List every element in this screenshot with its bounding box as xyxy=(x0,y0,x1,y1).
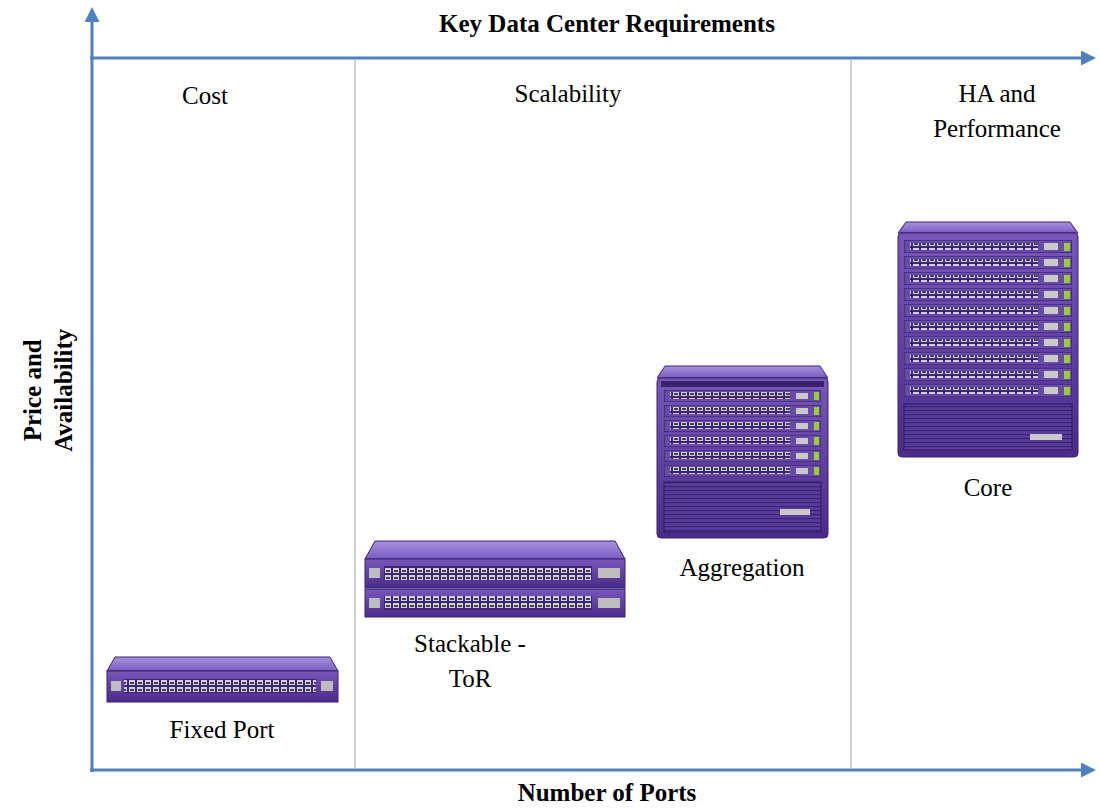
requirement-band: ScalabilityStackable - ToR Aggregation xyxy=(358,62,848,768)
line-card xyxy=(904,336,1072,349)
uplink-port xyxy=(111,681,121,691)
chassis-body xyxy=(898,233,1078,457)
line-card xyxy=(664,465,821,477)
line-card xyxy=(904,368,1072,381)
line-card xyxy=(904,304,1072,317)
line-card xyxy=(664,450,821,462)
port-row xyxy=(124,679,316,693)
band-heading: Cost xyxy=(105,78,305,113)
switch-top xyxy=(107,657,338,671)
line-card xyxy=(904,272,1072,285)
uplink-port xyxy=(321,681,333,691)
line-card xyxy=(904,240,1072,253)
line-card xyxy=(904,384,1072,397)
column-divider xyxy=(850,60,852,768)
top-axis-arrow xyxy=(90,57,1093,60)
uplink-port xyxy=(598,598,620,608)
uplink-port xyxy=(369,568,380,578)
chassis-header xyxy=(661,381,824,387)
device-caption: Fixed Port xyxy=(117,712,327,747)
axis-label: Number of Ports xyxy=(407,777,807,808)
switch-device: Aggregation xyxy=(657,366,828,591)
axis-label-holder: Price and Availability xyxy=(17,305,80,475)
requirement-band: CostFixed Port xyxy=(95,62,352,768)
chassis-top xyxy=(898,222,1078,233)
uplink-port xyxy=(598,568,620,578)
line-card xyxy=(664,435,821,447)
band-heading: Scalability xyxy=(458,76,678,111)
switch-front xyxy=(365,559,625,588)
line-card xyxy=(904,320,1072,333)
badge xyxy=(1030,434,1062,440)
uplink-port xyxy=(369,598,380,608)
switch-front xyxy=(365,589,625,617)
line-card xyxy=(664,405,821,417)
band-heading: HA and Performance xyxy=(907,76,1087,146)
requirement-band: HA and PerformanceCore xyxy=(854,62,1098,768)
column-divider xyxy=(354,60,356,768)
x-axis-arrow xyxy=(90,769,1093,772)
y-axis-arrow xyxy=(91,10,94,772)
switch-device: Core xyxy=(898,222,1078,511)
axis-label-holder: Number of Ports xyxy=(407,777,807,808)
fan-tray xyxy=(664,482,821,532)
diagram-title: Key Data Center Requirements xyxy=(347,8,867,39)
line-card xyxy=(904,288,1072,301)
port-row xyxy=(384,596,592,610)
chassis-body xyxy=(657,378,828,538)
chassis-top xyxy=(657,366,828,378)
switch-device: Stackable - ToR xyxy=(365,540,625,702)
axis-label: Price and Availability xyxy=(17,305,80,475)
switch-top xyxy=(365,541,625,559)
device-caption: Stackable - ToR xyxy=(400,626,540,696)
device-caption: Core xyxy=(903,470,1073,505)
switch-device: Fixed Port xyxy=(107,655,338,753)
line-card xyxy=(904,352,1072,365)
fan-tray xyxy=(904,404,1072,450)
line-card xyxy=(904,256,1072,269)
line-card xyxy=(664,390,821,402)
switch-front xyxy=(107,671,338,702)
badge xyxy=(780,509,810,515)
diagram-title-holder: Key Data Center Requirements xyxy=(347,8,867,39)
device-caption: Aggregation xyxy=(657,550,828,585)
line-card xyxy=(664,420,821,432)
port-row xyxy=(384,566,592,580)
